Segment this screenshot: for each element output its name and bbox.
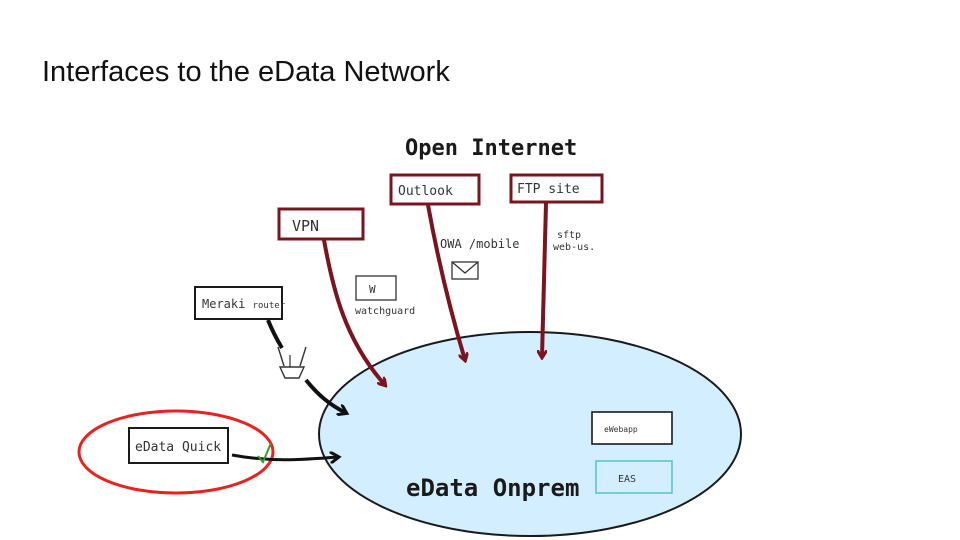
open-internet-label: Open Internet	[405, 136, 577, 161]
edata-quick-node: eData Quick	[128, 427, 229, 464]
check-icon	[257, 442, 272, 464]
meraki-label: Meraki	[202, 297, 245, 311]
vpn-arrow	[322, 239, 385, 385]
edata-quick-label: eData Quick	[135, 440, 221, 455]
outlook-label: Outlook	[398, 184, 453, 199]
ftp-arrow	[542, 202, 548, 357]
envelope-icon	[451, 261, 479, 280]
edata-onprem-label: eData Onprem	[406, 474, 579, 502]
ftp-site-node: FTP site	[509, 173, 604, 204]
ftp-site-label: FTP site	[517, 182, 580, 197]
svg-text:Meraki router: Meraki router	[202, 297, 286, 311]
owa-mobile-label: OWA /mobile	[440, 237, 519, 251]
eas-node: EAS	[595, 460, 673, 494]
meraki-connector	[266, 319, 284, 350]
sftp-label: sftp	[557, 230, 581, 241]
watchguard-box-label: W	[369, 283, 376, 296]
edata-quick-arrow	[231, 455, 338, 460]
outlook-arrow	[426, 204, 465, 360]
slide-title: Interfaces to the eData Network	[42, 56, 450, 88]
outlook-node: Outlook	[389, 173, 481, 206]
eas-label: EAS	[618, 474, 636, 485]
ewebapp-node: eWebapp	[591, 411, 673, 445]
edata-quick-highlight	[77, 409, 275, 495]
watchguard-label: watchguard	[355, 306, 415, 317]
router-label: router	[253, 301, 286, 311]
meraki-router-node: Meraki router	[194, 286, 286, 320]
router-arrow	[304, 378, 346, 413]
web-us-label: web-us.	[553, 242, 595, 253]
router-icon	[277, 346, 307, 379]
watchguard-device: W watchguard	[355, 275, 415, 317]
ewebapp-label: eWebapp	[604, 425, 638, 434]
vpn-label: VPN	[292, 217, 319, 235]
edata-onprem-network	[318, 331, 742, 537]
vpn-node: VPN	[277, 207, 365, 241]
